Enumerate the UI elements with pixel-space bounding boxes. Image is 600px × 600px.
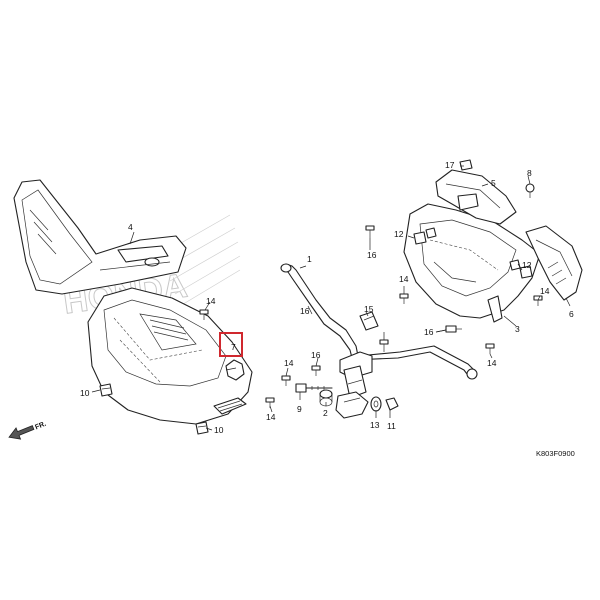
callout-13: 13 (370, 420, 380, 430)
part-12-clip-a (413, 231, 427, 245)
part-16-bolt-a (365, 225, 375, 238)
callout-7: 7 (231, 342, 236, 352)
part-16-bolt-c (311, 365, 321, 376)
callout-14-c: 14 (266, 412, 276, 422)
front-direction-arrow: FR. (8, 421, 47, 440)
callout-11: 11 (387, 421, 396, 431)
callout-6: 6 (569, 309, 574, 319)
callout-16-d: 16 (424, 327, 434, 337)
part-14-screw-d (399, 293, 409, 304)
part-16-bolt-b (379, 339, 389, 352)
part-8-screw (525, 183, 535, 198)
part-14-screw-b (281, 375, 291, 386)
callout-14-b: 14 (284, 358, 294, 368)
callout-3: 3 (515, 324, 520, 334)
part-3-rear-handle-cover (403, 203, 541, 323)
callout-9: 9 (297, 404, 302, 414)
callout-10-lower: 10 (214, 425, 224, 435)
handlebar-post (335, 391, 369, 419)
callout-16-d-leader (435, 329, 447, 333)
callout-12-left: 12 (394, 229, 404, 239)
callout-12-right: 12 (522, 260, 532, 270)
callout-14-d: 14 (399, 274, 409, 284)
callout-5: 5 (491, 178, 496, 188)
part-front-lower-cover (87, 287, 253, 425)
callout-15: 15 (364, 304, 374, 314)
leader-lines (91, 165, 571, 431)
callout-16-c: 16 (311, 350, 321, 360)
callout-2: 2 (323, 408, 328, 418)
arrow-left-icon (8, 425, 35, 440)
callout-1: 1 (307, 254, 312, 264)
part-1-handlebar (280, 263, 478, 399)
part-11-nut (385, 397, 399, 411)
callout-14-f: 14 (487, 358, 497, 368)
callout-4: 4 (128, 222, 133, 232)
part-4-front-upper-cover (13, 179, 187, 295)
part-14-screw-f (485, 343, 495, 354)
callout-10-upper: 10 (80, 388, 90, 398)
callout-labels: 1 2 3 4 5 6 7 8 9 10 10 11 12 12 13 14 1… (80, 160, 574, 435)
part-7-grommet (225, 359, 245, 381)
highlight-box-part-7 (219, 332, 243, 357)
part-17-clip (459, 159, 473, 171)
diagram-code: K803F0900 (536, 449, 575, 458)
callout-8: 8 (527, 168, 532, 178)
part-15-clamp (359, 311, 379, 331)
callout-16-a: 16 (367, 250, 377, 260)
wing-logo-watermark (159, 214, 241, 307)
part-10-clip-lower (195, 421, 209, 435)
part-13-washer (370, 396, 382, 412)
callout-17: 17 (445, 160, 455, 170)
part-16-bolt-d (445, 325, 462, 333)
callout-16-b: 16 (300, 306, 310, 316)
part-9-bolt (295, 383, 333, 393)
callout-14-e: 14 (540, 286, 550, 296)
direction-label: FR. (34, 421, 47, 432)
part-12-clip-b (519, 265, 533, 279)
part-14-screw-e (533, 295, 543, 306)
part-5-instrument-cover (435, 169, 517, 225)
callout-14-a: 14 (206, 296, 216, 306)
part-6-side-bracket (525, 225, 583, 301)
part-10-clip-upper (99, 383, 113, 397)
